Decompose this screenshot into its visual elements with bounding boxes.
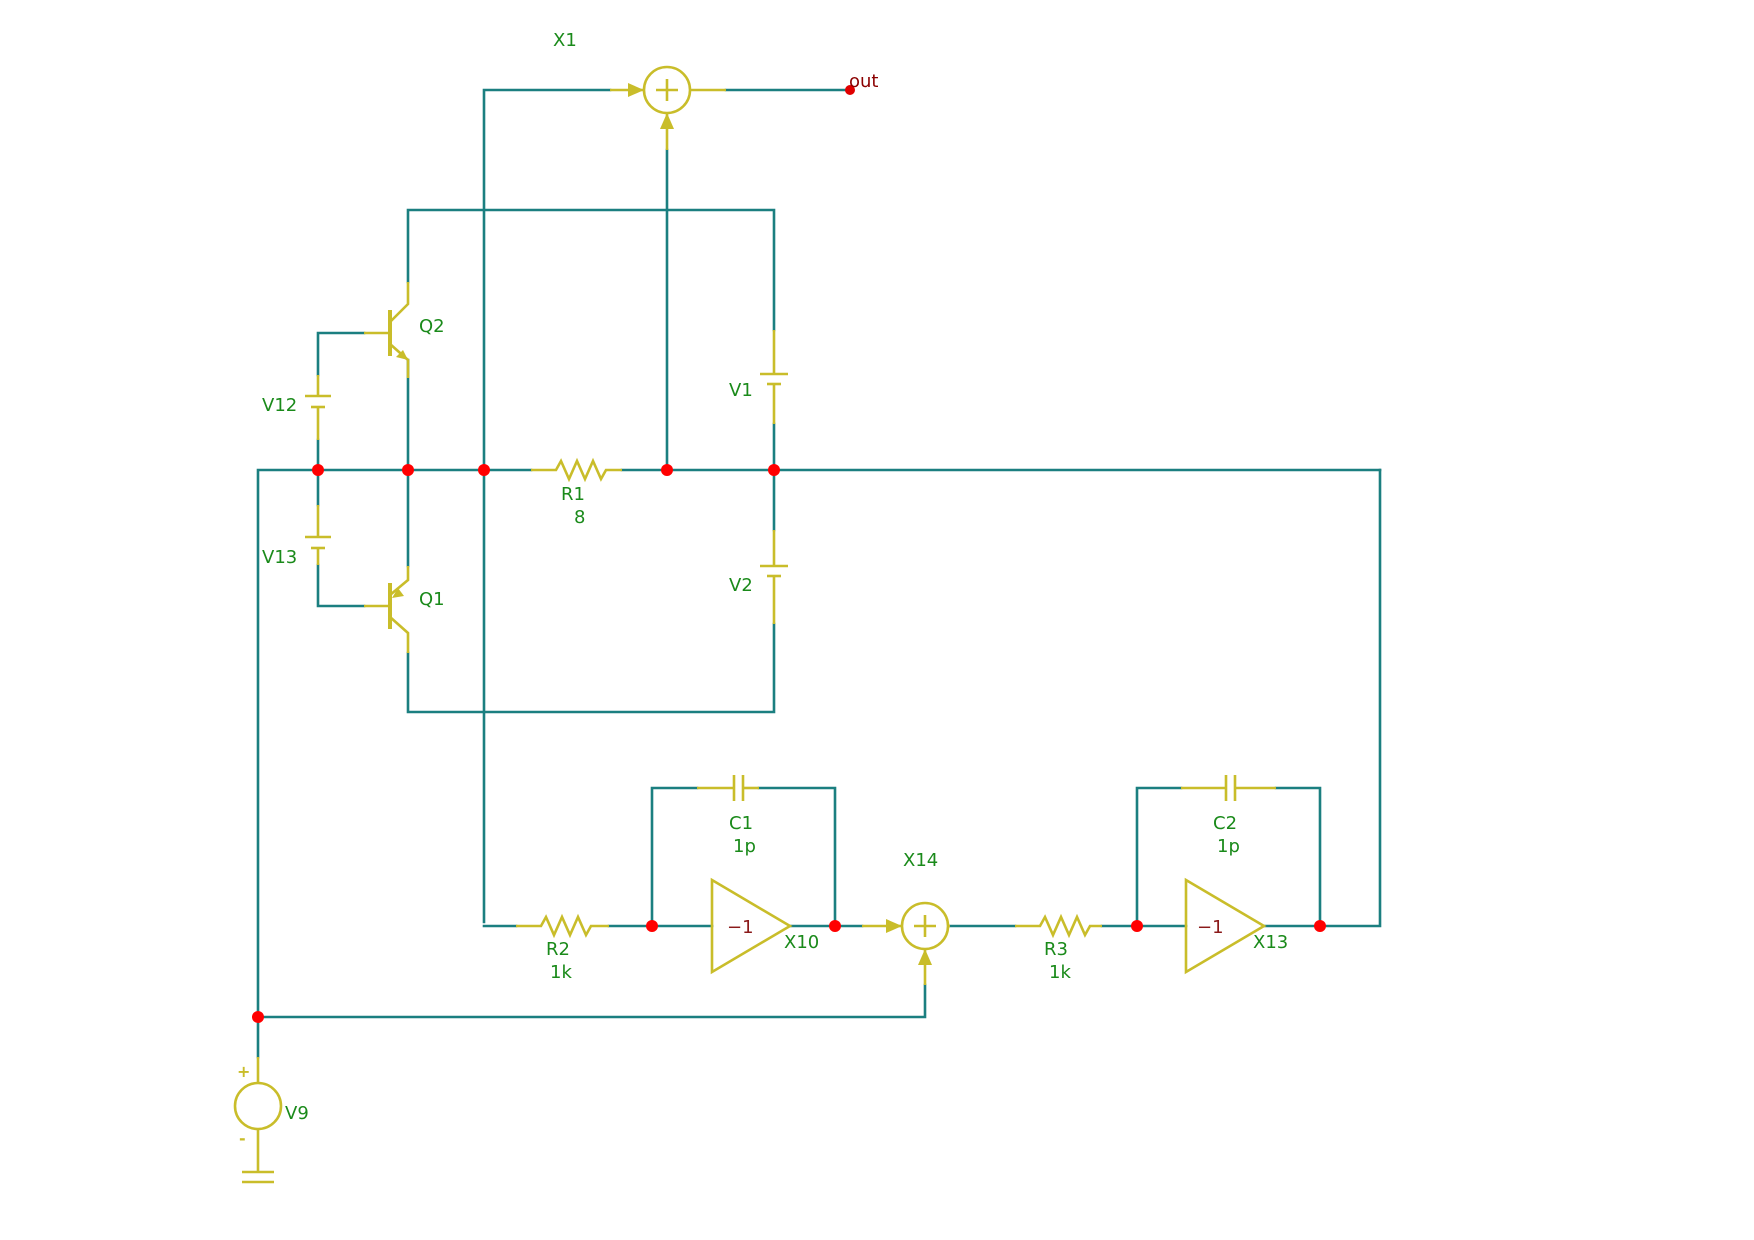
ground-icon [242,1170,274,1184]
wire-c1-left [650,786,699,928]
q1-collector [389,566,410,596]
label-x10: X10 [784,932,819,953]
label-r3: R3 [1044,939,1068,960]
label-r1-value: 8 [574,507,585,528]
junction-dot [768,464,780,476]
label-c1-value: 1p [733,836,756,857]
labels: X1 out Q2 Q1 V12 V13 V1 V2 R1 8 C1 1p C2… [262,30,1288,1124]
x14-arrow-left [886,919,902,933]
junction-dot [1131,920,1143,932]
wire-q2-collector-rail [406,208,776,332]
wires [256,88,1382,1059]
junction-dot [829,920,841,932]
resistor-r3[interactable] [1015,913,1102,939]
battery-v2[interactable] [760,530,788,624]
resistor-r2[interactable] [516,913,609,939]
label-r1: R1 [561,484,585,505]
label-v1: V1 [729,380,753,401]
junction-dot [252,1011,264,1023]
capacitor-c1[interactable] [697,775,759,801]
summer-x1-arrow-left [628,83,644,97]
wire-c2-left [1135,786,1183,928]
label-r3-value: 1k [1049,962,1071,983]
wire-q1-emitter-rail [406,622,776,714]
r1-body [531,457,622,483]
x10-triangle [710,877,793,975]
wire-c1-right [757,786,837,928]
battery-v12[interactable] [305,375,331,440]
label-v9: V9 [285,1103,309,1124]
wire-v9-to-x14 [256,983,927,1019]
label-v2: V2 [729,575,753,596]
junction-dot [402,464,414,476]
gain-block-x13[interactable] [1184,877,1267,975]
label-r2-value: 1k [550,962,572,983]
junction-dot [312,464,324,476]
label-x13: X13 [1253,932,1288,953]
label-c2-value: 1p [1217,836,1240,857]
wire-to-x1-left [482,88,612,924]
label-q1: Q1 [419,589,445,610]
wire-main-left [256,468,533,1019]
q1-emitter-arrow [392,588,404,598]
wire-feedback-right [1320,468,1382,928]
x14-arrow-bottom [918,949,932,965]
wire-q2-base [316,331,366,377]
wire-q1-base [316,563,366,608]
x10-gain: −1 [727,917,754,938]
label-q2: Q2 [419,316,445,337]
battery-v1[interactable] [760,330,788,424]
r2-body [516,913,609,939]
q1-emitter [389,616,410,653]
summer-x14[interactable] [862,901,950,985]
v9-body [233,1081,283,1131]
junction-dot [661,464,673,476]
v9-plus-sign: + [237,1062,250,1081]
label-x14: X14 [903,850,938,871]
resistor-r1[interactable] [531,457,622,483]
summer-x1[interactable] [610,65,726,150]
transistor-q1[interactable] [364,566,410,653]
r3-body [1015,913,1102,939]
capacitor-c2[interactable] [1181,775,1276,801]
x13-triangle [1184,877,1267,975]
label-v12: V12 [262,395,297,416]
q2-emitter-arrow [396,350,408,360]
junction-dot [1314,920,1326,932]
junction-dot [478,464,490,476]
q2-emitter [389,343,410,378]
battery-v13[interactable] [305,505,331,565]
label-c2: C2 [1213,813,1237,834]
label-v13: V13 [262,547,297,568]
label-c1: C1 [729,813,753,834]
q2-collector [389,282,410,323]
label-net-out: out [849,71,878,92]
wire-c2-right [1274,786,1322,928]
net-out-pin[interactable] [845,85,855,95]
junctions [252,85,1326,1023]
summer-x1-arrow-bottom [660,113,674,129]
gain-block-x10[interactable] [710,877,793,975]
label-r2: R2 [546,939,570,960]
label-x1: X1 [553,30,577,51]
junction-dot [646,920,658,932]
x13-gain: −1 [1197,917,1224,938]
voltage-source-v9[interactable]: + - [233,1057,283,1172]
transistor-q2[interactable] [364,282,410,378]
v9-minus-sign: - [239,1129,246,1148]
